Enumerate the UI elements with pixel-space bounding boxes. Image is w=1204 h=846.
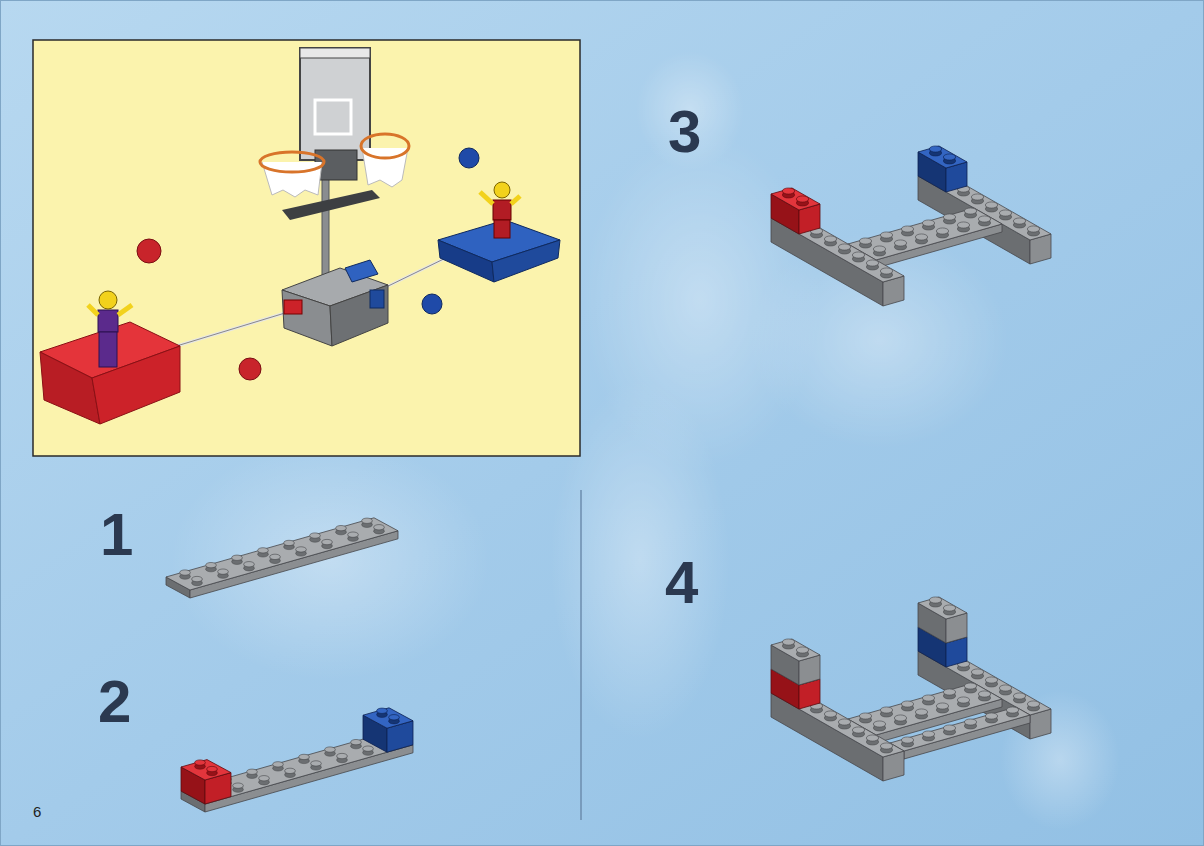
step-number: 1	[100, 505, 133, 565]
lego-brick	[363, 708, 413, 752]
lego-brick	[918, 597, 967, 643]
step-number: 3	[668, 102, 701, 162]
step-number: 2	[98, 672, 131, 732]
lego-brick	[166, 518, 398, 598]
lego-brick	[181, 760, 231, 804]
lego-brick	[890, 707, 1030, 759]
finished-model-panel	[33, 40, 580, 456]
step-divider	[580, 490, 582, 820]
lego-brick	[771, 639, 820, 685]
build-steps	[166, 146, 1051, 812]
step-number: 4	[665, 553, 698, 613]
lego-brick	[771, 188, 820, 234]
lego-brick	[918, 146, 967, 192]
page-number: 6	[33, 804, 41, 819]
